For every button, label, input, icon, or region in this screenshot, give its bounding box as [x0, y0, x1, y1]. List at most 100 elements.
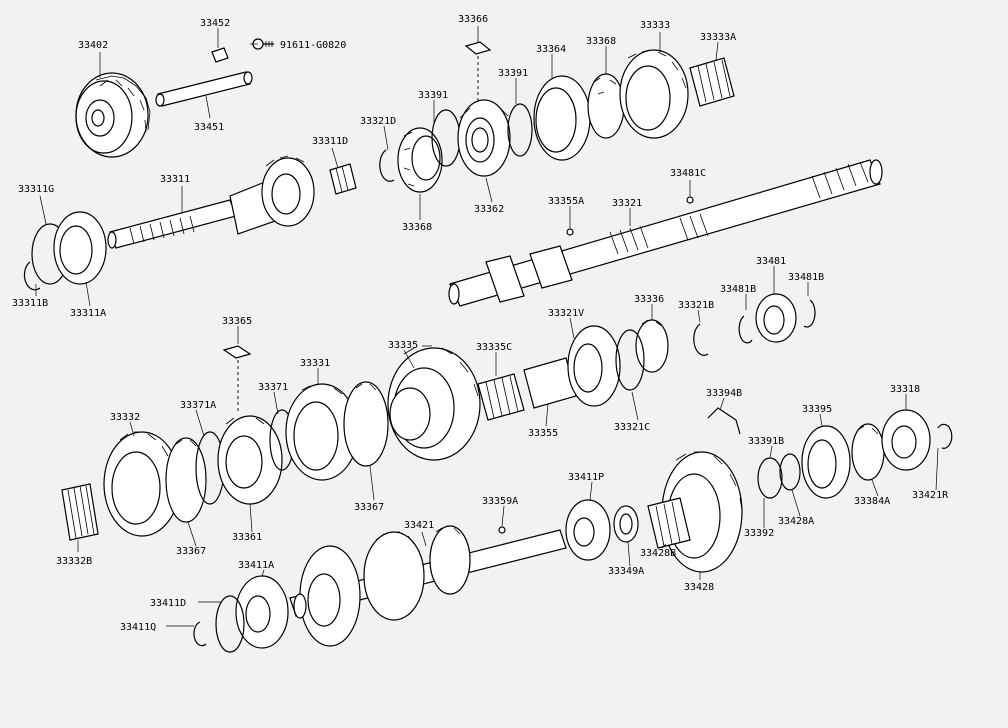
callout-91611: 91611-G0820 — [280, 40, 346, 51]
callout-33421R: 33421R — [912, 490, 949, 501]
part-33452-key — [211, 47, 229, 63]
callout-33318: 33318 — [890, 384, 920, 395]
part-33321V-bearing — [567, 325, 621, 407]
callout-33402: 33402 — [78, 40, 108, 51]
callout-33421: 33421 — [404, 520, 434, 531]
part-33368-ring-top — [587, 73, 625, 139]
part-33367-ring-b — [343, 381, 389, 467]
callout-33366: 33366 — [458, 14, 488, 25]
callout-33394B: 33394B — [706, 388, 742, 399]
callout-33367: 33367 — [354, 502, 384, 513]
callout-33411P: 33411P — [568, 472, 604, 483]
callout-labels: 33402 33452 91611-G0820 33451 33366 3333… — [12, 14, 949, 633]
callout-33332B: 33332B — [56, 556, 92, 567]
callout-33371: 33371 — [258, 382, 288, 393]
callout-33333: 33333 — [640, 20, 670, 31]
callout-33391B: 33391B — [748, 436, 784, 447]
part-33332B-bearing — [61, 483, 99, 541]
callout-33311A: 33311A — [70, 308, 106, 319]
part-33335C-bearing — [477, 373, 525, 421]
part-33411P-bearing — [565, 499, 611, 561]
callout-33481: 33481 — [756, 256, 786, 267]
part-33321D-snap-ring — [379, 149, 395, 182]
callout-33371A: 33371A — [180, 400, 216, 411]
part-33391B-ring — [757, 453, 801, 499]
part-33391-ring-2 — [507, 103, 533, 157]
part-33359A-ball — [498, 526, 506, 534]
callout-33481B-right: 33481B — [788, 272, 824, 283]
callout-33311: 33311 — [160, 174, 190, 185]
leader-lines — [35, 26, 939, 627]
callout-33331: 33331 — [300, 358, 330, 369]
callout-33355: 33355 — [528, 428, 558, 439]
part-33333-gear — [619, 49, 689, 139]
callout-33362: 33362 — [474, 204, 504, 215]
callout-33311B: 33311B — [12, 298, 48, 309]
part-33336-ring — [635, 319, 669, 373]
callout-33428A: 33428A — [778, 516, 814, 527]
callout-33361: 33361 — [232, 532, 262, 543]
part-33311-input-shaft — [107, 155, 315, 249]
callout-33481B-left: 33481B — [720, 284, 756, 295]
callout-33311G: 33311G — [18, 184, 54, 195]
callout-33311D: 33311D — [312, 136, 348, 147]
callout-33321B: 33321B — [678, 300, 714, 311]
part-33321B-snap-ring — [693, 323, 709, 356]
part-33368-ring — [397, 127, 443, 193]
callout-33335: 33335 — [388, 340, 418, 351]
callout-33333A: 33333A — [700, 32, 736, 43]
part-33364-sleeve — [533, 75, 591, 161]
part-33395-ring — [801, 425, 851, 499]
part-33335-gear — [387, 345, 481, 461]
callout-33332: 33332 — [110, 412, 140, 423]
callout-33391-top: 33391 — [498, 68, 528, 79]
callout-33368: 33368 — [402, 222, 432, 233]
callout-33321D: 33321D — [360, 116, 396, 127]
part-33421R-snap-ring — [937, 423, 953, 449]
callout-33384A: 33384A — [854, 496, 890, 507]
callout-33321V: 33321V — [548, 308, 584, 319]
part-33311D-bearing — [329, 163, 357, 195]
callout-33428: 33428 — [684, 582, 714, 593]
callout-33365: 33365 — [222, 316, 252, 327]
callout-33411A: 33411A — [238, 560, 274, 571]
callout-33355A: 33355A — [548, 196, 584, 207]
callout-33452: 33452 — [200, 18, 230, 29]
part-33411A-bearing — [235, 575, 289, 649]
callout-33451: 33451 — [194, 122, 224, 133]
callout-33336: 33336 — [634, 294, 664, 305]
part-33481C-ball — [686, 196, 694, 204]
part-33402-gear — [75, 72, 151, 158]
part-33394B-clip — [707, 407, 741, 435]
callout-33321: 33321 — [612, 198, 642, 209]
part-33411Q-snap-ring — [193, 621, 207, 647]
part-33451-shaft — [155, 71, 253, 107]
part-33365-key — [222, 345, 252, 414]
callout-33411Q: 33411Q — [120, 622, 156, 633]
callout-33359A: 33359A — [482, 496, 518, 507]
callout-33395: 33395 — [802, 404, 832, 415]
callout-33481C: 33481C — [670, 168, 706, 179]
callout-33335C: 33335C — [476, 342, 512, 353]
callout-33411D: 33411D — [150, 598, 186, 609]
part-33311A-bearing — [53, 211, 107, 285]
part-33367-ring — [165, 437, 207, 523]
part-33318-bearing — [881, 409, 931, 471]
callout-33364: 33364 — [536, 44, 566, 55]
callout-33392: 33392 — [744, 528, 774, 539]
part-33411D-ring — [215, 595, 245, 653]
callout-33367-b: 33367 — [176, 546, 206, 557]
part-33366-key — [464, 41, 492, 104]
part-33481-bearing — [755, 293, 797, 343]
part-33361-hub — [217, 415, 283, 505]
callout-33349A: 33349A — [608, 566, 644, 577]
part-33421-counter-shaft — [289, 525, 567, 647]
part-33321C-snap-ring — [615, 329, 645, 391]
callout-33368-top: 33368 — [586, 36, 616, 47]
part-33333A-bearing — [689, 57, 735, 107]
part-33428B-bearing — [647, 497, 691, 549]
part-33355-collar — [523, 357, 577, 409]
part-33384A-ring — [851, 423, 885, 481]
callout-33321C: 33321C — [614, 422, 650, 433]
